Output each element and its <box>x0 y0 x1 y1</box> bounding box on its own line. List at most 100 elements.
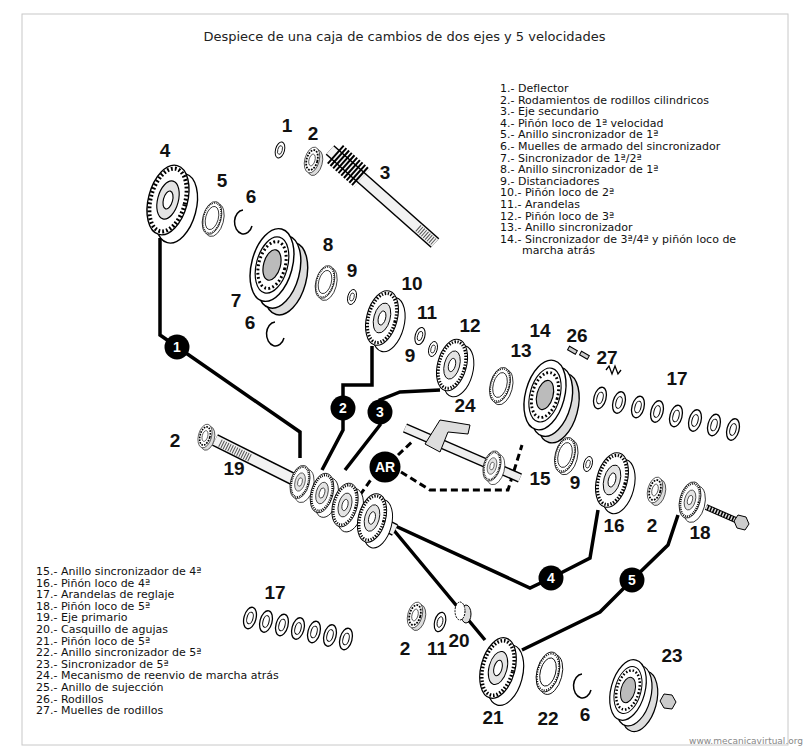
flow-number: 3 <box>376 405 384 420</box>
washer <box>432 611 448 633</box>
shim-washers <box>241 606 258 630</box>
callout-number: 3 <box>380 163 391 182</box>
gear <box>430 336 480 400</box>
reverse-mechanism <box>425 420 470 452</box>
part-list-item: 12.- Piñón loco de 3ª <box>500 211 780 223</box>
flow-number-circle: AR <box>369 451 401 483</box>
bearing <box>644 475 669 507</box>
callout-number: 4 <box>160 141 171 160</box>
synchro-ring <box>551 435 582 477</box>
synchro-ring <box>198 199 227 238</box>
part-list-item: 3.- Eje secundario <box>500 106 780 118</box>
shim-washers <box>705 413 722 437</box>
spacer <box>582 455 594 472</box>
part-list-item: 5.- Anillo sincronizador de 1ª <box>500 129 780 141</box>
secondary-shaft <box>330 150 435 243</box>
part-list-item: 7.- Sincronizador de 1ª/2ª <box>500 153 780 165</box>
callout-number: 1 <box>282 116 293 135</box>
secondary-shaft <box>330 150 435 243</box>
gear <box>589 449 642 517</box>
synchronizer <box>601 656 665 736</box>
spring <box>235 210 252 234</box>
synchronizer <box>515 356 589 448</box>
rollers <box>580 351 590 359</box>
shim-washers <box>241 606 354 651</box>
flow-number: 4 <box>547 571 555 586</box>
shim-washers <box>273 613 290 637</box>
shim-washers <box>648 399 665 423</box>
watermark: www.mecanicavirtual.org <box>689 736 803 747</box>
bolt <box>706 507 738 521</box>
synchro-ring <box>311 263 340 302</box>
part-list-item: 16.- Piñón loco de 4ª <box>36 578 316 590</box>
callout-number: 23 <box>661 646 682 665</box>
callout-number: 2 <box>308 124 319 143</box>
part-list-item: 4.- Piñón loco de 1ª velocidad <box>500 118 780 130</box>
callout-number: 19 <box>223 459 244 478</box>
synchro-ring <box>532 649 568 697</box>
bearing <box>195 423 218 452</box>
deflector <box>274 141 287 159</box>
part-list-item: 24.- Mecanismo de reenvio de marcha atrá… <box>36 670 316 682</box>
spring <box>267 322 284 346</box>
circle-fill <box>368 400 393 425</box>
spring <box>574 674 591 698</box>
primary-shaft <box>351 491 398 552</box>
synchronizer <box>601 656 665 736</box>
shim-washers <box>629 395 646 419</box>
part-list-item: 22.- Anillo sincronizador de 5ª <box>36 647 316 659</box>
primary-shaft <box>220 443 250 458</box>
spacer <box>346 288 358 305</box>
callout-number: 2 <box>647 516 658 535</box>
callout-number: 18 <box>689 523 710 542</box>
gear <box>430 336 480 400</box>
spacer <box>346 288 358 305</box>
callout-number: 8 <box>323 235 334 254</box>
bearing <box>644 475 669 507</box>
callout-number: 14 <box>529 321 550 340</box>
part-list-item: 13.- Anillo sincronizador <box>500 222 780 234</box>
callout-number: 11 <box>427 639 447 658</box>
part-list-item: 14.- Sincronizador de 3ª/4ª y piñón loco… <box>500 234 780 257</box>
nut <box>660 694 676 709</box>
bearing <box>404 600 429 632</box>
spring <box>235 210 591 698</box>
part-list-item: 25.- Anillo de sujección <box>36 682 316 694</box>
needle-bush <box>455 602 465 620</box>
callout-number: 9 <box>347 261 358 280</box>
roller-spring <box>606 366 621 374</box>
synchro-ring <box>486 365 517 407</box>
bearing <box>301 145 326 177</box>
callout-number: 16 <box>603 516 624 535</box>
bolt <box>706 507 749 530</box>
callout-number: 7 <box>231 291 242 310</box>
gear <box>589 449 642 517</box>
part-list-item: 26.- Rodillos <box>36 694 316 706</box>
part-list-item: 11.- Arandelas <box>500 199 780 211</box>
reverse-path-dashed <box>360 478 372 495</box>
secondary-shaft <box>330 150 435 243</box>
callout-number: 17 <box>264 583 285 602</box>
callout-number: 15 <box>529 469 550 488</box>
roller-spring <box>606 366 621 374</box>
shim-washers <box>591 386 608 410</box>
callout-number: 2 <box>170 431 181 450</box>
callout-number: 9 <box>570 473 581 492</box>
callout-number: 6 <box>580 705 591 724</box>
nut <box>660 694 676 709</box>
diagram-title: Despiece de una caja de cambios de dos e… <box>0 29 809 45</box>
gear <box>138 161 206 248</box>
spacer <box>427 340 439 357</box>
flow-number-circle: 5 <box>619 567 645 593</box>
shim-washers <box>686 408 703 432</box>
power-flow-lines <box>160 238 678 650</box>
washer <box>413 326 427 345</box>
circle-fill <box>370 452 401 483</box>
synchro-ring <box>198 199 227 238</box>
gear <box>472 634 531 710</box>
washer <box>413 326 427 345</box>
part-list-item: 8.- Anillo sincronizador de 1ª <box>500 164 780 176</box>
circle-fill <box>539 566 564 591</box>
reverse-path-dashed <box>398 440 414 455</box>
